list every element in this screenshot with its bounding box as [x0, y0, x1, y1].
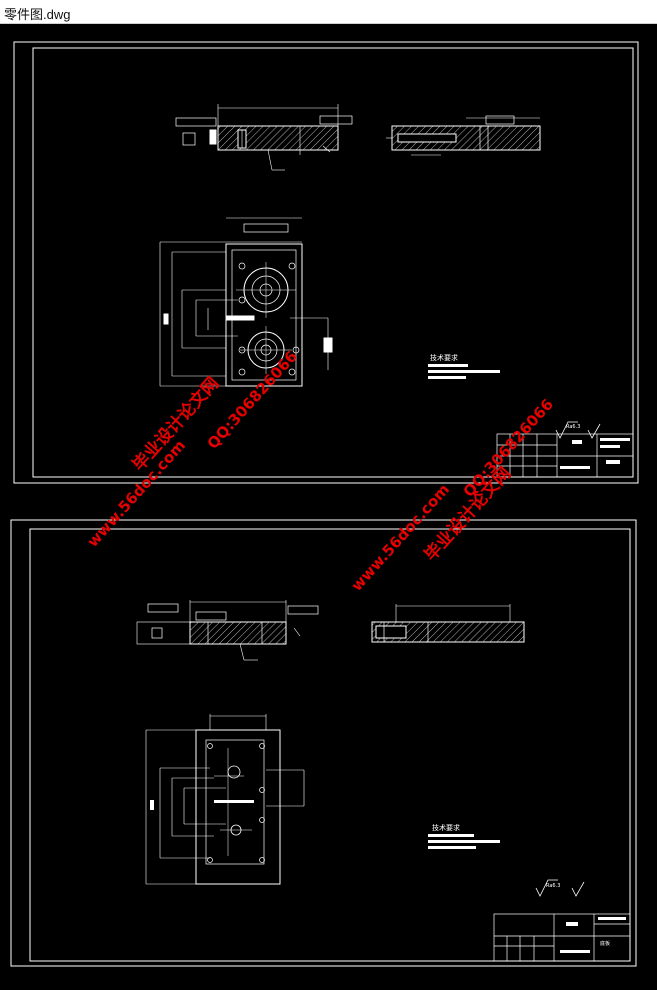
sheet-1-roughness-value: Ra6.3 [566, 424, 580, 430]
sheet-1-side-section-view [386, 115, 541, 156]
sheet-2-title-text: 底板 [600, 940, 610, 947]
drawing-canvas[interactable]: 技术要求 Ra6.3 [0, 24, 657, 985]
sheet-2-title-block: 底板 [493, 913, 631, 962]
sheet-2-inner-border [29, 528, 631, 962]
sheet-2[interactable]: 技术要求 Ra6.3 底板 [10, 519, 637, 967]
watermark-2-qq: QQ:306826066 [460, 395, 557, 500]
sheet-2-tech-title: 技术要求 [432, 823, 460, 832]
sheet-1-technical-requirements: 技术要求 [428, 353, 500, 379]
sheet-1-front-section-view [175, 104, 353, 171]
title-bar: 零件图.dwg [0, 0, 657, 24]
sheet-2-side-section-view [371, 604, 525, 643]
watermark-1-qq: QQ:306826066 [204, 347, 301, 452]
sheet-2-roughness-value: Ra6.3 [546, 883, 560, 889]
sheet-1-top-plan-view [159, 217, 333, 387]
sheet-2-top-plan-view [145, 714, 305, 885]
sheet-2-front-section-view [136, 600, 319, 661]
watermark-2: www.56doc.com QQ:306826066 毕业设计论文网 [348, 395, 557, 594]
sheet-1[interactable]: 技术要求 Ra6.3 [13, 41, 639, 484]
sheet-1-title-block [496, 433, 634, 478]
window-title: 零件图.dwg [4, 7, 71, 22]
sheet-2-outer-border [10, 519, 637, 967]
sheet-1-outer-border [13, 41, 639, 484]
sheet-2-roughness-symbol: Ra6.3 [535, 879, 585, 897]
sheet-1-roughness-symbol: Ra6.3 [555, 421, 601, 439]
sheet-1-tech-title: 技术要求 [430, 353, 458, 362]
sheet-2-technical-requirements: 技术要求 [428, 823, 500, 849]
sheet-1-inner-border [32, 47, 634, 478]
